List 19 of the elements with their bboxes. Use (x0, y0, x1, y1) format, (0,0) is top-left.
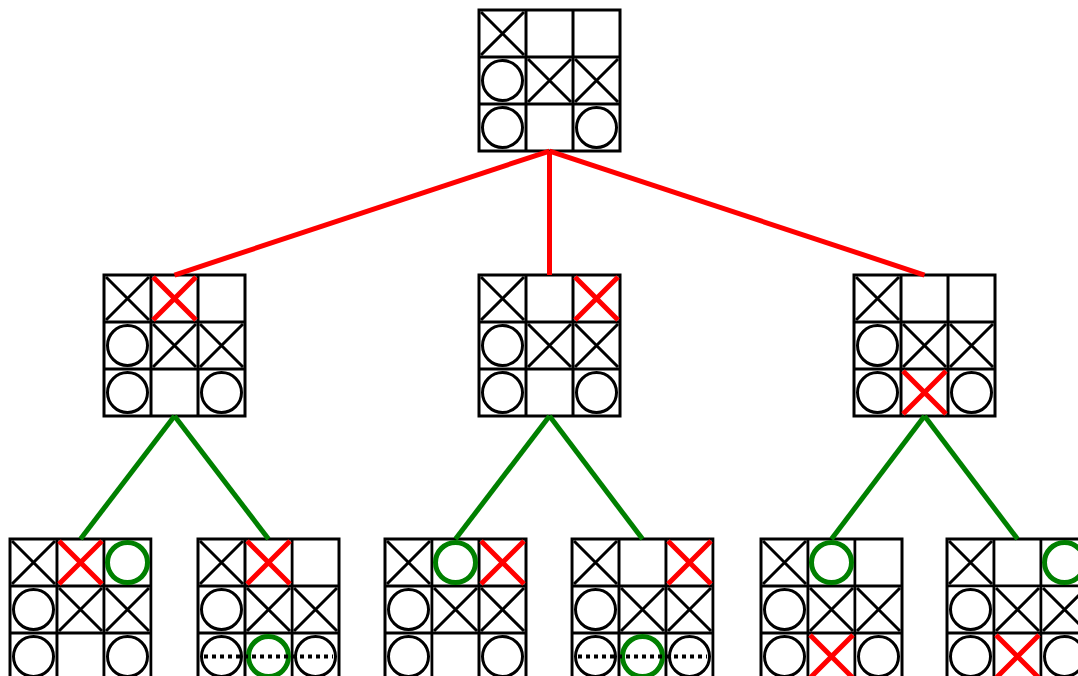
tree-edge (172, 414, 271, 541)
tree-edge (548, 148, 926, 278)
game-board (196, 537, 341, 676)
tree-edge (173, 148, 551, 278)
game-board (570, 537, 715, 676)
game-board (102, 273, 247, 418)
game-board (8, 537, 153, 676)
tree-edge (453, 414, 552, 541)
tree-edge (547, 151, 552, 275)
game-board (759, 537, 904, 676)
tree-edge (78, 414, 177, 541)
tree-edge (922, 414, 1020, 541)
tree-edge (829, 414, 927, 541)
game-board (477, 8, 622, 153)
tree-edge (547, 414, 645, 541)
game-board (383, 537, 528, 676)
game-board (945, 537, 1078, 676)
game-board (852, 273, 997, 418)
game-board (477, 273, 622, 418)
